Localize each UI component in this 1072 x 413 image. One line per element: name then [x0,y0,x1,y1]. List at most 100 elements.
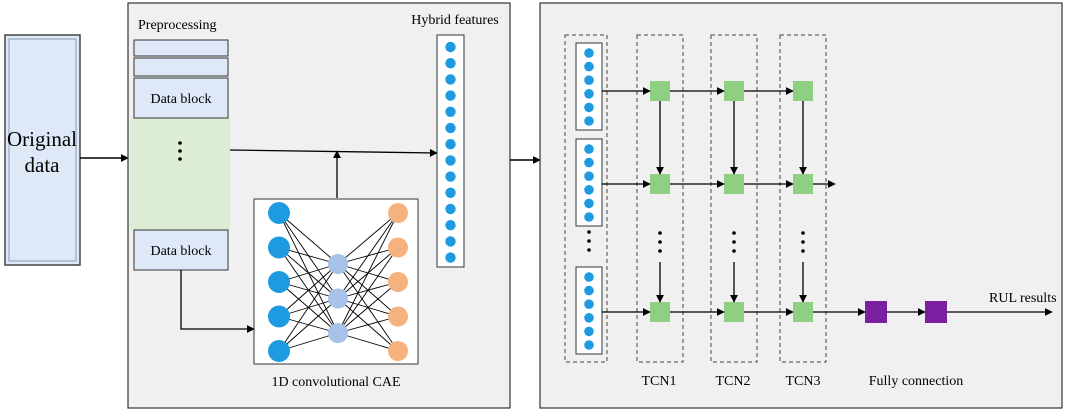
time-step-node [584,144,594,154]
ellipsis-dot [801,231,805,235]
time-step-node [584,48,594,58]
ellipsis-dot [801,249,805,253]
time-step-node [584,157,594,168]
cae-node [268,202,290,224]
hybrid-feature-node [445,171,456,182]
ellipsis-dot [732,231,736,235]
cae-node [328,323,348,343]
fc-unit [925,301,947,323]
cae-edge [278,212,339,265]
cae-node [328,254,348,274]
cae-edge [337,316,399,334]
cae-node [388,341,408,361]
fully-connection-label: Fully connection [869,374,964,389]
ellipsis-dot [732,240,736,244]
tcn-block [779,34,827,363]
hybrid-feature-node [445,106,456,118]
cae-edge [278,263,339,317]
tcn-unit [650,81,670,101]
cae-edge [278,263,339,352]
time-step-node [584,89,594,99]
hybrid-feature-node [445,122,456,134]
preprocessing-stack: Data block Data block [130,39,230,271]
cae-edge [337,247,399,334]
cae-node [388,203,408,223]
time-step-node [584,340,594,350]
cae-node [328,288,348,309]
cae-node [388,306,408,327]
cae-node [268,305,290,328]
hybrid-feature-node [445,220,456,231]
hybrid-feature-node [445,252,456,263]
time-step-node [584,299,594,310]
time-step-node [584,171,594,181]
tcn-unit [793,174,813,194]
hybrid-feature-node [445,203,456,215]
hybrid-features-label: Hybrid features [411,13,498,28]
cae-nodes [268,202,408,362]
tcn-unit [724,81,744,101]
time-step-node [584,116,594,126]
original-data-label-2: data [25,153,61,177]
time-step-node [584,326,594,337]
hybrid-feature-node [445,236,456,247]
ellipsis-dot [587,239,591,243]
cae-edge [337,212,399,334]
rul-results-label: RUL results [989,291,1057,306]
cae-node [268,236,290,259]
tcn-unit [793,81,813,101]
data-block-bottom-label: Data block [150,244,211,259]
hybrid-feature-node [445,41,456,53]
ellipsis-dot [732,249,736,253]
tcn3-label: TCN3 [786,374,821,389]
hybrid-feature-node [445,155,456,166]
hybrid-feature-node [445,90,456,101]
hybrid-feature-node [445,74,456,85]
time-step-node [584,212,594,222]
tcn-unit [724,174,744,194]
cae-edge [278,298,339,352]
tcn2-label: TCN2 [716,374,751,389]
tcn-unit [793,302,813,322]
time-step-node [584,61,594,72]
input-sequence-box [564,34,608,363]
original-data-box: Original data [4,34,81,266]
hybrid-feature-node [445,139,456,150]
cae-edge [337,212,399,299]
ellipsis-dot [658,240,662,244]
tcn-unit [650,302,670,322]
tcn-block [636,34,684,363]
arrow-datablock-to-cae [180,270,255,333]
ellipsis-dot [801,240,805,244]
tcn-network [564,34,1053,363]
ellipsis-dot [587,230,591,234]
cae-edge [337,212,399,265]
tcn-block [710,34,758,363]
cae-node [388,237,408,258]
hybrid-feature-node [445,58,456,69]
time-step-node [584,285,594,296]
preprocessing-label: Preprocessing [138,18,217,33]
ellipsis-dot [658,231,662,235]
hybrid-feature-nodes [445,41,456,263]
time-step-node [584,75,594,85]
original-data-label-1: Original [7,127,77,151]
time-step-node [584,102,594,113]
time-step-node [584,198,594,209]
tcn-unit [724,302,744,322]
time-step-node [584,272,594,282]
cae-edge [337,281,399,334]
fc-unit [865,301,887,323]
time-step-node [584,313,594,323]
cae-label: 1D convolutional CAE [271,375,400,390]
data-block-top-label: Data block [150,92,211,107]
cae-node [388,272,408,292]
ellipsis-dot [587,248,591,252]
hybrid-feature-node [445,187,456,198]
hybrid-features-vector [436,34,465,268]
cae-node [268,340,290,362]
tcn-panel [539,2,1063,409]
tcn1-label: TCN1 [642,374,677,389]
tcn-unit [650,174,670,194]
